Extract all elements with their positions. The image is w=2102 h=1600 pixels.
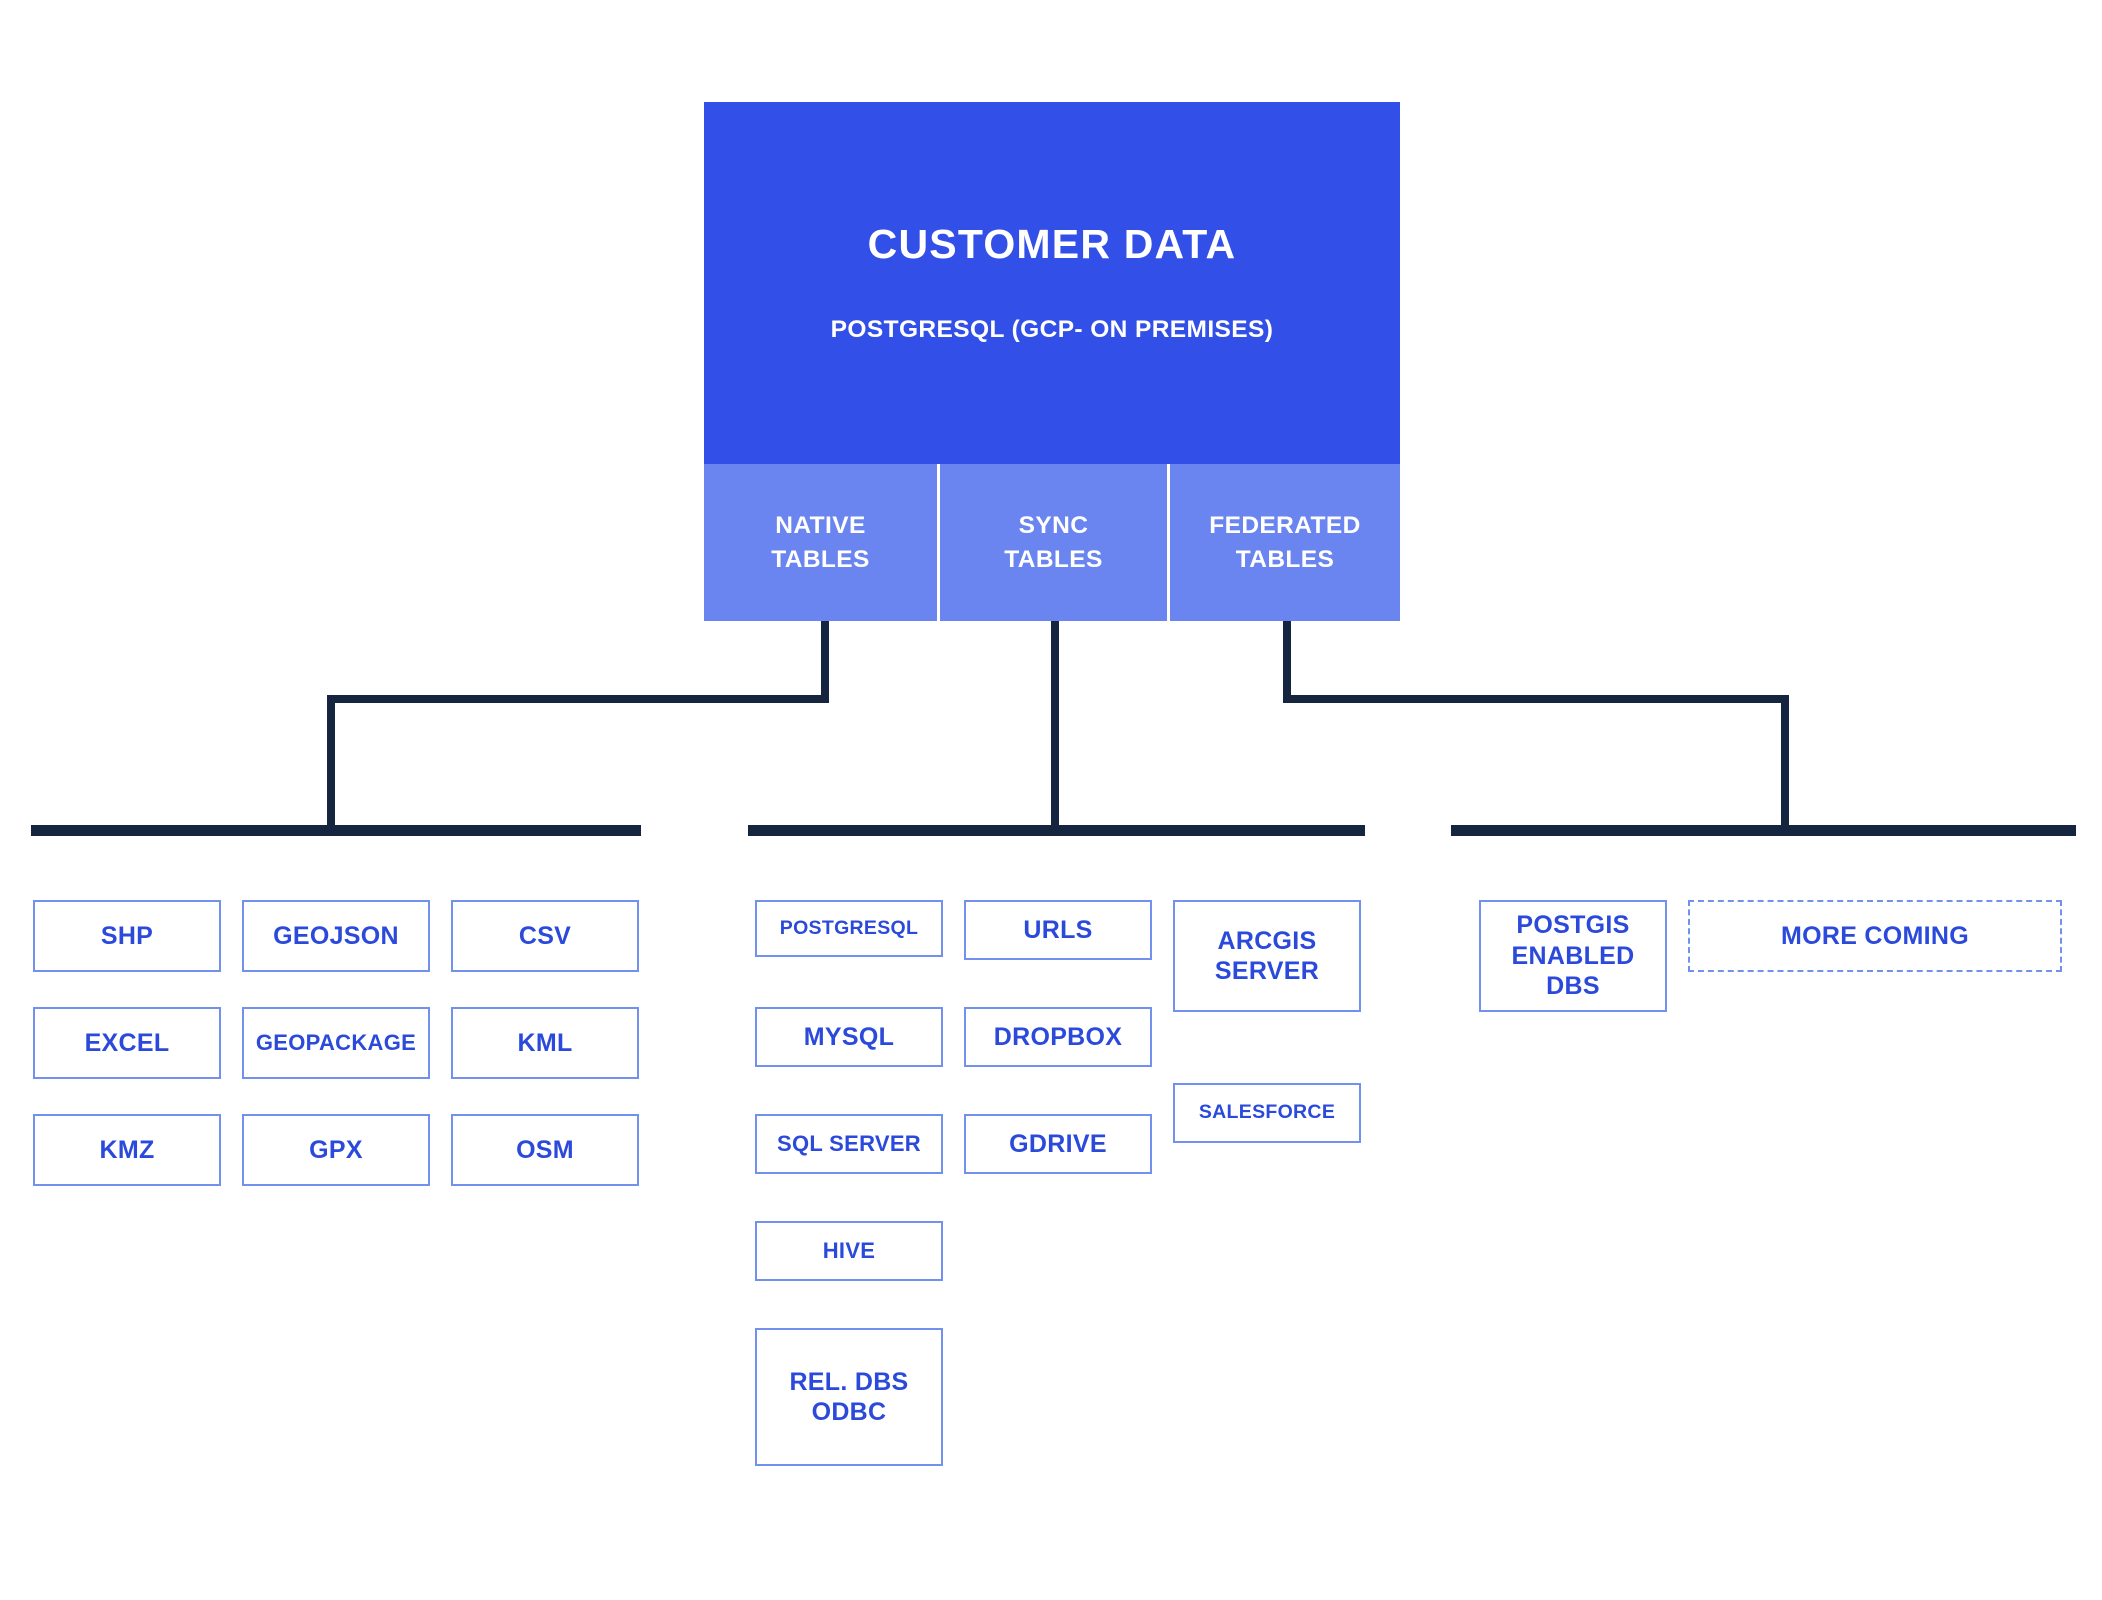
root-node-customer-data: CUSTOMER DATA POSTGRESQL (GCP- ON PREMIS…: [704, 102, 1400, 464]
leaf-excel[interactable]: EXCEL: [33, 1007, 221, 1079]
leaf-shp[interactable]: SHP: [33, 900, 221, 972]
connector-native-vertical-drop: [327, 695, 335, 833]
rail-federated-tables: [1451, 825, 2076, 836]
leaf-geojson[interactable]: GEOJSON: [242, 900, 430, 972]
leaf-osm[interactable]: OSM: [451, 1114, 639, 1186]
root-subtitle: POSTGRESQL (GCP- ON PREMISES): [830, 316, 1274, 344]
connector-federated-horizontal: [1283, 695, 1789, 703]
connector-native-horizontal: [327, 695, 829, 703]
leaf-gpx[interactable]: GPX: [242, 1114, 430, 1186]
leaf-sql-server[interactable]: SQL SERVER: [755, 1114, 943, 1174]
leaf-dropbox[interactable]: DROPBOX: [964, 1007, 1152, 1067]
rail-native-tables: [31, 825, 641, 836]
leaf-kml[interactable]: KML: [451, 1007, 639, 1079]
leaf-kmz[interactable]: KMZ: [33, 1114, 221, 1186]
leaf-hive[interactable]: HIVE: [755, 1221, 943, 1281]
connector-native-vertical-top: [821, 621, 829, 703]
leaf-postgresql[interactable]: POSTGRESQL: [755, 900, 943, 957]
connector-federated-vertical-drop: [1781, 695, 1789, 833]
rail-sync-tables: [748, 825, 1365, 836]
leaf-more-coming[interactable]: MORE COMING: [1688, 900, 2062, 972]
leaf-salesforce[interactable]: SALESFORCE: [1173, 1083, 1361, 1143]
connector-federated-vertical-top: [1283, 621, 1291, 703]
connector-sync-vertical: [1051, 621, 1059, 833]
leaf-mysql[interactable]: MYSQL: [755, 1007, 943, 1067]
leaf-urls[interactable]: URLS: [964, 900, 1152, 960]
leaf-gdrive[interactable]: GDRIVE: [964, 1114, 1152, 1174]
root-title: CUSTOMER DATA: [867, 220, 1237, 267]
leaf-csv[interactable]: CSV: [451, 900, 639, 972]
leaf-geopackage[interactable]: GEOPACKAGE: [242, 1007, 430, 1079]
